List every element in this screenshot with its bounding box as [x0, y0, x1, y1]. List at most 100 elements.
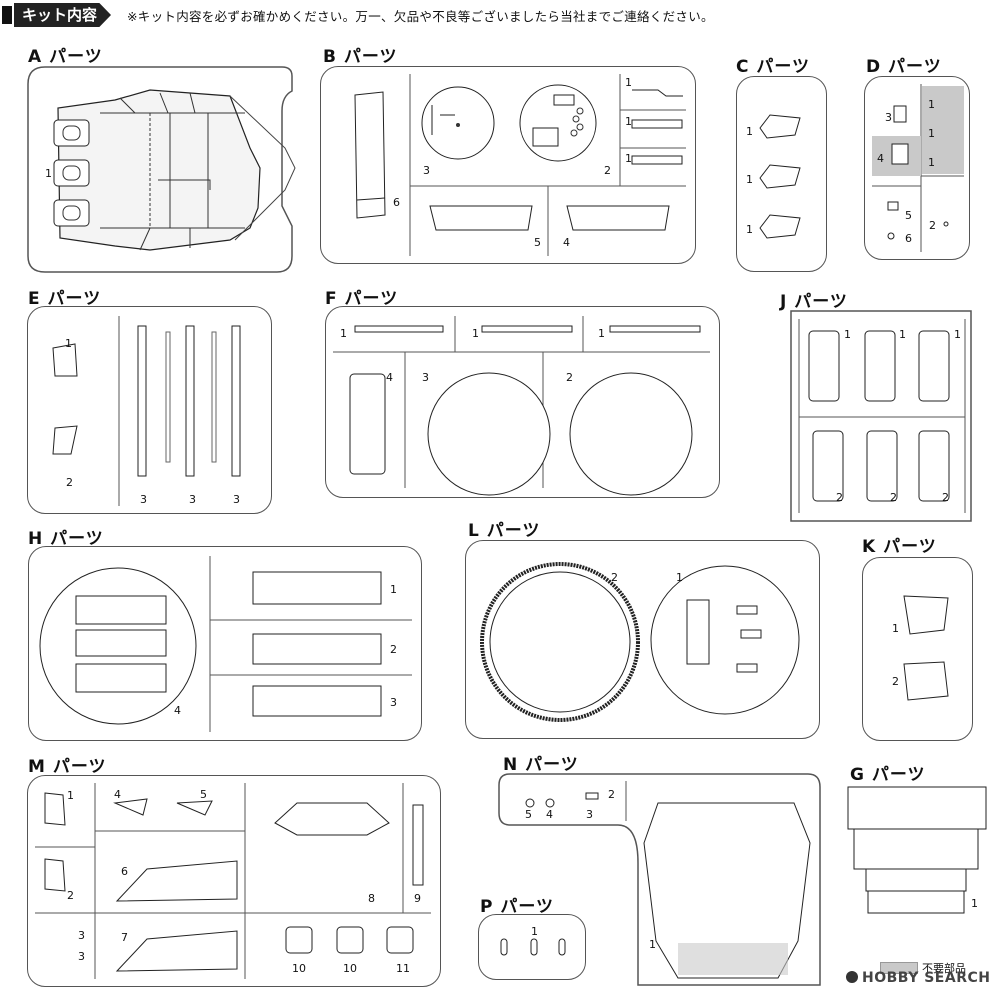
part-number: 1	[531, 925, 538, 938]
header-square-marker	[2, 6, 12, 24]
frame-c	[736, 76, 827, 272]
part-k-set	[900, 590, 955, 720]
part-number: 1	[676, 571, 683, 584]
section-title-j: J パーツ	[780, 292, 848, 312]
part-number: 4	[563, 236, 570, 249]
part-number: 4	[174, 704, 181, 717]
part-number: 5	[525, 808, 532, 821]
part-number: 1	[928, 127, 935, 140]
part-b6	[345, 90, 390, 230]
part-number: 1	[844, 328, 851, 341]
part-number: 1	[928, 156, 935, 169]
part-number: 1	[625, 76, 632, 89]
part-number: 1	[340, 327, 347, 340]
part-number: 1	[45, 167, 52, 180]
part-number: 3	[140, 493, 147, 506]
part-number: 2	[604, 164, 611, 177]
part-number: 3	[78, 950, 85, 963]
part-number: 10	[343, 962, 357, 975]
part-number: 1	[892, 622, 899, 635]
part-b2-disc	[518, 83, 602, 167]
frame-e-dividers	[27, 306, 270, 512]
part-e1-e2	[45, 330, 95, 470]
section-title-f: F パーツ	[325, 289, 399, 309]
part-number: 2	[66, 476, 73, 489]
part-b1-bars	[628, 84, 688, 174]
part-number: 2	[890, 491, 897, 504]
section-title-c: C パーツ	[736, 57, 811, 77]
section-title-g: G パーツ	[850, 765, 926, 785]
watermark: HOBBY SEARCH	[846, 970, 990, 986]
part-a1-hull	[40, 88, 270, 258]
part-number: 8	[368, 892, 375, 905]
part-g1	[840, 783, 990, 923]
part-number: 11	[396, 962, 410, 975]
kit-contents-note: ※キット内容を必ずお確かめください。万一、欠品や不良等ございましたら当社までご連…	[127, 8, 714, 24]
kit-contents-label: キット内容	[14, 3, 112, 27]
section-title-k: K パーツ	[862, 537, 937, 557]
part-number: 4	[114, 788, 121, 801]
section-title-e: E パーツ	[28, 289, 102, 309]
section-title-d: D パーツ	[866, 57, 942, 77]
watermark-icon	[846, 971, 858, 983]
part-p1-set	[495, 935, 575, 965]
part-number: 3	[233, 493, 240, 506]
part-number: 6	[121, 865, 128, 878]
part-number: 5	[534, 236, 541, 249]
part-number: 10	[292, 962, 306, 975]
part-b3-disc	[420, 85, 500, 165]
section-title-h: H パーツ	[28, 529, 104, 549]
part-number: 3	[423, 164, 430, 177]
frame-h-dividers	[28, 546, 420, 739]
part-number: 2	[929, 219, 936, 232]
part-number: 1	[67, 789, 74, 802]
part-number: 5	[905, 209, 912, 222]
frame-k	[862, 557, 973, 741]
part-number: 1	[746, 125, 753, 138]
unneeded-parts-legend: 不要部品	[880, 960, 966, 976]
part-c1-set	[755, 110, 815, 255]
part-number: 4	[546, 808, 553, 821]
part-number: 5	[200, 788, 207, 801]
frame-m-dividers	[27, 775, 439, 985]
part-number: 1	[971, 897, 978, 910]
part-number: 3	[78, 929, 85, 942]
section-title-l: L パーツ	[468, 521, 541, 541]
part-number: 2	[892, 675, 899, 688]
part-number: 1	[625, 152, 632, 165]
part-number: 9	[414, 892, 421, 905]
part-number: 2	[67, 889, 74, 902]
part-number: 2	[836, 491, 843, 504]
part-number: 1	[472, 327, 479, 340]
section-title-a: A パーツ	[28, 47, 103, 67]
part-number: 2	[942, 491, 949, 504]
part-number: 2	[608, 788, 615, 801]
part-number: 1	[954, 328, 961, 341]
part-b4	[565, 200, 675, 240]
part-number: 1	[746, 173, 753, 186]
frame-e	[27, 306, 272, 514]
part-number: 2	[566, 371, 573, 384]
part-number: 3	[189, 493, 196, 506]
part-number: 2	[390, 643, 397, 656]
watermark-text: HOBBY SEARCH	[862, 970, 991, 986]
part-number: 3	[422, 371, 429, 384]
part-number: 1	[598, 327, 605, 340]
part-number: 2	[611, 571, 618, 584]
part-number: 1	[928, 98, 935, 111]
part-number: 6	[393, 196, 400, 209]
part-number: 3	[390, 696, 397, 709]
unneeded-parts-swatch	[880, 962, 918, 974]
section-title-p: P パーツ	[480, 897, 555, 917]
part-e3-barrels	[130, 322, 250, 482]
part-number: 1	[625, 115, 632, 128]
frame-f-dividers	[325, 306, 718, 496]
part-number: 4	[386, 371, 393, 384]
part-number: 3	[885, 111, 892, 124]
part-b5	[428, 200, 538, 240]
section-title-n: N パーツ	[503, 755, 579, 775]
part-number: 3	[586, 808, 593, 821]
part-l-rings	[465, 540, 818, 737]
section-title-m: M パーツ	[28, 757, 107, 777]
unneeded-parts-label: 不要部品	[922, 962, 966, 975]
